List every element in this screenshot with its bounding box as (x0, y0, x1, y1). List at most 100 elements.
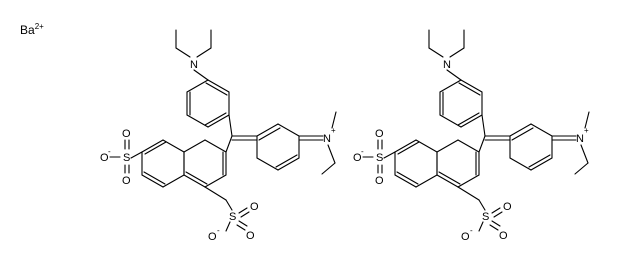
amine-nitrogen-label: N (443, 59, 451, 71)
oxide-charge: - (470, 226, 473, 235)
naphthalene-bond (394, 174, 417, 188)
naphthalene-double-bond (185, 171, 208, 185)
naphthalene-double-bond (438, 171, 461, 185)
sulfur-label: S (123, 152, 130, 164)
amine-aryl-bond (193, 69, 209, 81)
quinoid-bond (530, 123, 553, 137)
oxide-charge: - (108, 147, 111, 156)
sulfur-label: S (376, 152, 383, 164)
iminium-charge: + (584, 126, 589, 135)
phenyl-double-bond (457, 112, 480, 126)
oxygen-label: O (375, 128, 384, 140)
phenyl-bond (460, 79, 483, 93)
quinoid-double-bond (258, 127, 281, 141)
quinoid-bond (256, 157, 279, 171)
phenyl-bond (186, 79, 209, 93)
ethyl-bond (321, 162, 336, 175)
quinoid-bond (277, 157, 300, 171)
naphthalene-double-bond (396, 171, 419, 185)
amine-aryl-bond (446, 69, 462, 81)
phenyl-bond (207, 79, 230, 93)
sulfonate-double-bond (493, 211, 503, 218)
naphthalene-bond (436, 174, 459, 188)
oxygen-anion-label: O (208, 231, 217, 243)
sulfonate-bond (457, 186, 480, 201)
barium-symbol: Ba (20, 23, 35, 37)
iminium-nitrogen-label: N (323, 133, 331, 145)
oxygen-anion-label: O (353, 152, 362, 164)
iminium-charge: + (331, 126, 336, 135)
naphthalene-bond (394, 139, 417, 153)
oxygen-label: O (250, 201, 259, 213)
methyl-bond (331, 111, 337, 129)
ethyl-bond (449, 47, 465, 58)
quinoid-double-bond (511, 127, 534, 141)
ethyl-bond (428, 47, 444, 58)
barium-charge: 2+ (34, 22, 44, 31)
naphthalene-bond (183, 139, 206, 153)
phenyl-bond (460, 114, 483, 128)
naphthalene-bond (204, 174, 227, 188)
sulfonate-double-bond (491, 207, 501, 214)
naphthalene-bond (141, 139, 164, 153)
naphthalene-double-bond (144, 141, 167, 155)
oxide-charge: - (361, 147, 364, 156)
central-bond (228, 114, 233, 137)
oxygen-label: O (122, 175, 131, 187)
quinoid-bond (530, 157, 553, 171)
central-bond (225, 135, 233, 153)
naphthalene-bond (204, 139, 227, 153)
oxygen-label: O (503, 201, 512, 213)
oxygen-anion-label: O (461, 231, 470, 243)
ethyl-bond (196, 47, 212, 58)
naphthalene-bond (457, 174, 480, 188)
sulfonate-double-bond (238, 220, 248, 227)
sulfonate-double-bond (489, 224, 499, 231)
sulfur-label: S (229, 211, 236, 223)
oxide-charge: - (217, 226, 220, 235)
sulfonate-bond (204, 186, 227, 201)
central-bond (478, 135, 486, 153)
oxygen-anion-label: O (100, 152, 109, 164)
oxygen-label: O (499, 230, 508, 242)
sulfonate-bond (225, 199, 233, 211)
sulfonate-bond (478, 221, 484, 232)
ethyl-bond (327, 144, 336, 164)
naphthalene-bond (415, 174, 438, 188)
naphthalene-double-bond (397, 141, 420, 155)
phenyl-double-bond (458, 82, 481, 96)
oxygen-label: O (122, 128, 131, 140)
phenyl-bond (207, 114, 230, 128)
quinoid-bond (277, 123, 300, 137)
quinoid-bond (509, 123, 532, 137)
naphthalene-double-bond (143, 171, 166, 185)
sulfonate-bond (225, 221, 231, 232)
naphthalene-bond (457, 139, 480, 153)
amine-nitrogen-label: N (190, 59, 198, 71)
ethyl-bond (580, 144, 589, 164)
quinoid-bond (509, 157, 532, 171)
iminium-nitrogen-label: N (576, 133, 584, 145)
quinoid-double-bond (528, 154, 551, 168)
phenyl-double-bond (205, 82, 228, 96)
ethyl-bond (175, 47, 191, 58)
phenyl-double-bond (204, 112, 227, 126)
ethyl-bond (574, 162, 589, 175)
oxygen-label: O (375, 175, 384, 187)
quinoid-double-bond (275, 154, 298, 168)
sulfonate-double-bond (236, 224, 246, 231)
naphthalene-bond (162, 174, 185, 188)
oxygen-label: O (246, 230, 255, 242)
sulfonate-double-bond (240, 211, 250, 218)
methyl-bond (584, 111, 590, 129)
sulfonate-bond (130, 151, 143, 159)
phenyl-bond (439, 79, 462, 93)
naphthalene-bond (141, 174, 164, 188)
naphthalene-bond (183, 174, 206, 188)
central-bond (481, 114, 486, 137)
sulfonate-bond (383, 151, 396, 159)
sulfur-label: S (482, 211, 489, 223)
barium-counterion: Ba2+ (20, 22, 44, 37)
